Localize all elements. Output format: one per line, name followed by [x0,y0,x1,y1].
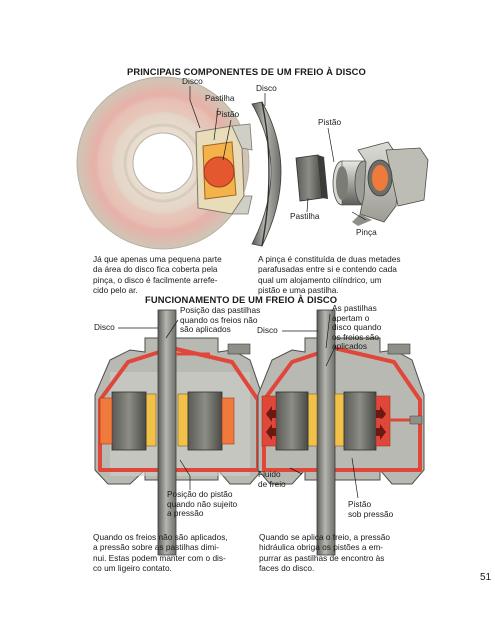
operation-released-illustration [94,309,263,556]
caption-line: purrar as pastilhas de encontro às [259,552,385,563]
label-pinca: Pinça [356,227,377,237]
caption-caliper: A pinça é constituída de duas metades pa… [258,254,401,296]
label-posicao-pastilhas: Posição das pastilhas quando os freios n… [180,305,261,335]
label-pistao: Pistão [216,109,240,119]
label-disco-released: Disco [94,322,115,332]
caption-line: faces do disco. [259,563,315,574]
caption-line: cido pelo ar. [93,285,138,296]
label-pistao-pressao: Pistão sob pressão [348,499,394,519]
label-disco-exploded: Disco [256,83,277,93]
label-pastilhas-apertam: As pastilhas apertam o disco quando os f… [332,303,382,352]
caption-line: Já que apenas uma pequena parte [93,254,222,264]
leader-lines [118,86,367,499]
label-fluido-freio: Fluido de freio [258,469,286,489]
caption-line: a pressão sobre as pastilhas dimi- [93,542,219,553]
exploded-view-illustration [251,101,429,247]
label-disco-applied: Disco [257,325,278,335]
section2-title: FUNCIONAMENTO DE UM FREIO À DISCO [145,294,338,305]
caption-line: pistão e uma pastilha. [258,285,339,296]
caption-line: nui. Estas podem manter com o dis- [93,552,226,563]
caption-line: da área do disco fica coberta pela [93,264,218,275]
label-posicao-pistao: Posição do pistão quando não sujeito a p… [167,489,238,519]
label-pistao-exploded: Pistão [318,117,342,127]
caption-disc-cooling: Já que apenas uma pequena parte da área … [93,254,222,296]
label-pastilha-exploded: Pastilha [290,211,320,221]
caption-line: pinça, o disco é facilmente arrefe- [93,274,218,285]
page-number: 51 [480,572,492,583]
disc-face-illustration [76,76,253,250]
section1-title: PRINCIPAIS COMPONENTES DE UM FREIO À DIS… [127,66,366,77]
caption-line: qual um alojamento cilíndrico, um [258,274,382,285]
caption-line: Quando se aplica o freio, a pressão [259,532,390,542]
caption-applied: Quando se aplica o freio, a pressão hidr… [259,532,390,574]
label-disco: Disco [182,76,203,86]
caption-line: Quando os freios não são aplicados, [93,532,228,542]
caption-line: co um ligeiro contato. [93,563,172,574]
operation-applied-illustration [257,309,425,556]
caption-line: parafusadas entre si e contendo cada [258,264,397,275]
caption-line: A pinça é constituída de duas metades [258,254,401,264]
label-pastilha: Pastilha [205,93,235,103]
caption-released: Quando os freios não são aplicados, a pr… [93,532,228,574]
caption-line: hidráulica obriga os pistões a em- [259,542,384,553]
